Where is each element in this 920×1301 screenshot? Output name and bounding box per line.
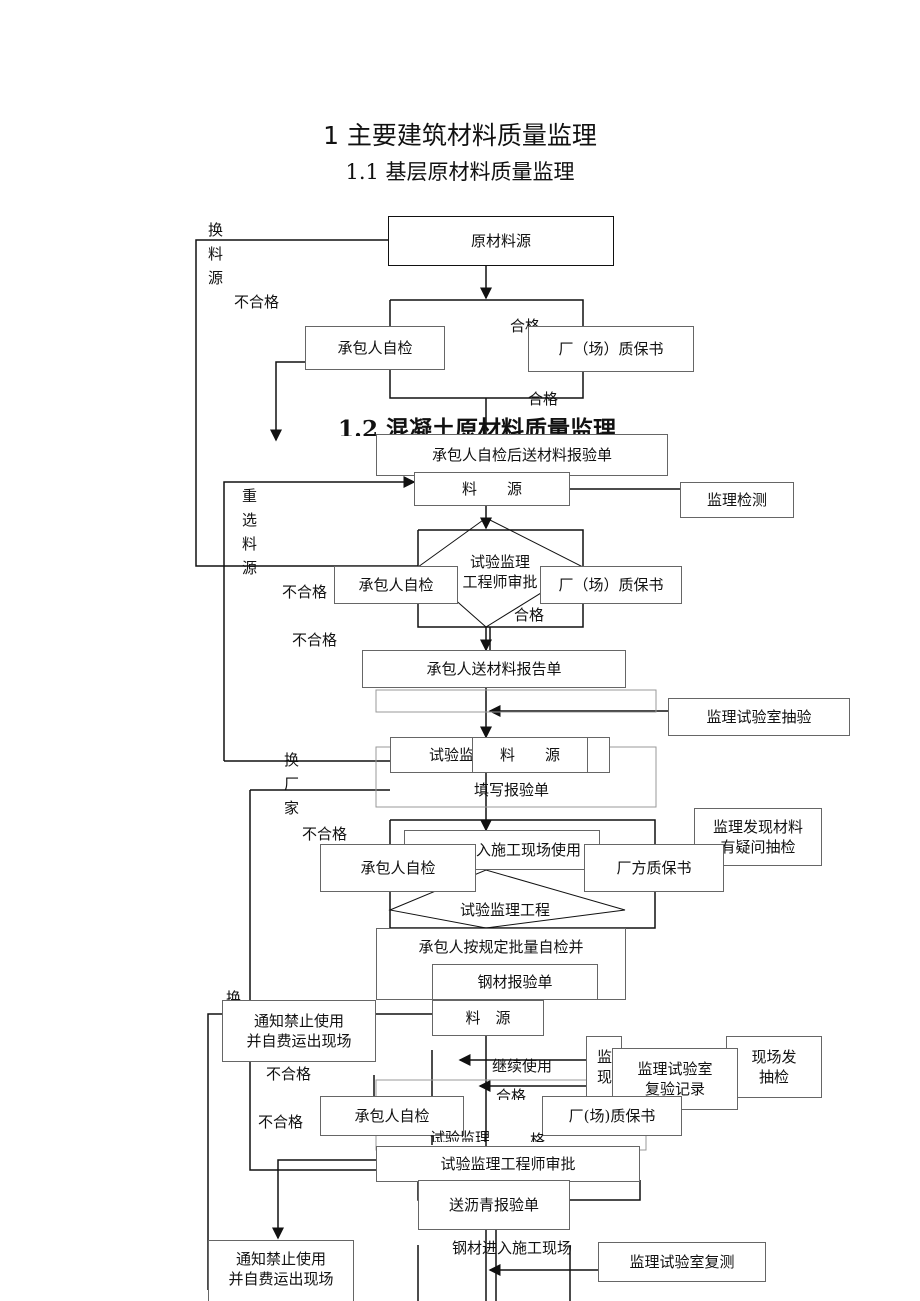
section-title-1-2: 1.2 混凝土原材料质量监理 — [338, 416, 617, 436]
factory-cert-box-2: 厂（场）质保书 — [540, 566, 682, 604]
steel-enter-site-label: 钢材进入施工现场 — [452, 1239, 573, 1257]
material-report-box: 承包人送材料报告单 — [362, 650, 626, 688]
material-source-box-3: 料 源 — [432, 1000, 544, 1036]
reselect-source-label: 重选料源 — [242, 487, 258, 577]
test-supervisor-partial-label-2: 试验监理 — [430, 1129, 491, 1142]
unqualified-label-4: 不合格 — [302, 825, 348, 843]
unqualified-label-1: 不合格 — [234, 293, 280, 311]
raw-source-box: 原材料源 — [388, 216, 614, 266]
qualified-label-5: 合格 — [496, 1087, 527, 1100]
change-source-label: 换料源 — [208, 221, 224, 287]
supervisor-test-box: 监理检测 — [680, 482, 794, 518]
test-supervisor-approve-box: 试验监理工程师审批 — [376, 1146, 640, 1182]
change-factory-label: 换厂家 — [284, 751, 300, 817]
factory-cert-box-1: 厂（场）质保书 — [528, 326, 694, 372]
notify-ban-box-1: 通知禁止使用并自费运出现场 — [222, 1000, 376, 1062]
factory-cert-box-3: 厂方质保书 — [584, 844, 724, 892]
unqualified-label-3: 不合格 — [292, 631, 338, 649]
contractor-self-check-box-3: 承包人自检 — [320, 844, 476, 892]
unqualified-label-6: 不合格 — [258, 1113, 304, 1131]
submit-inspection-box: 承包人自检后送材料报验单 — [376, 434, 668, 476]
found-doubt-box: 监理发现材料有疑问抽检 — [694, 808, 822, 866]
change-partial-label: 换 — [226, 989, 242, 1000]
lab-retest-box: 监理试验室复测 — [598, 1242, 766, 1282]
notify-ban-box-2: 通知禁止使用并自费运出现场 — [208, 1240, 354, 1301]
qualified-label-2: 合格 — [528, 390, 559, 408]
diamond-approval-2: 试验监理工程 — [460, 901, 551, 919]
material-source-box-2: 料 源 — [472, 737, 588, 773]
contractor-self-check-box-2: 承包人自检 — [334, 566, 458, 604]
steel-report-box: 钢材报验单 — [432, 964, 598, 1000]
page-title: 1 主要建筑材料质量监理 — [323, 121, 597, 150]
diamond-approval-1: 试验监理工程师审批 — [462, 553, 538, 591]
fill-report-label: 填写报验单 — [474, 781, 550, 799]
section-title-1-1: 1.1 基层原材料质量监理 — [345, 160, 575, 184]
site-found-partial-box: 现场发抽检 — [726, 1036, 822, 1098]
fragment-ge-label: 格 — [530, 1131, 546, 1142]
lab-sampling-box: 监理试验室抽验 — [668, 698, 850, 736]
material-source-box-1: 料 源 — [414, 472, 570, 506]
unqualified-label-5: 不合格 — [266, 1065, 312, 1083]
continue-use-label: 继续使用 — [492, 1057, 553, 1075]
factory-cert-box-4: 厂(场)质保书 — [542, 1096, 682, 1136]
unqualified-label-2: 不合格 — [282, 583, 328, 601]
qualified-label-3: 合格 — [514, 606, 545, 624]
asphalt-report-box: 送沥青报验单 — [418, 1180, 570, 1230]
contractor-self-check-box-4: 承包人自检 — [320, 1096, 464, 1136]
contractor-self-check-box-1: 承包人自检 — [305, 326, 445, 370]
